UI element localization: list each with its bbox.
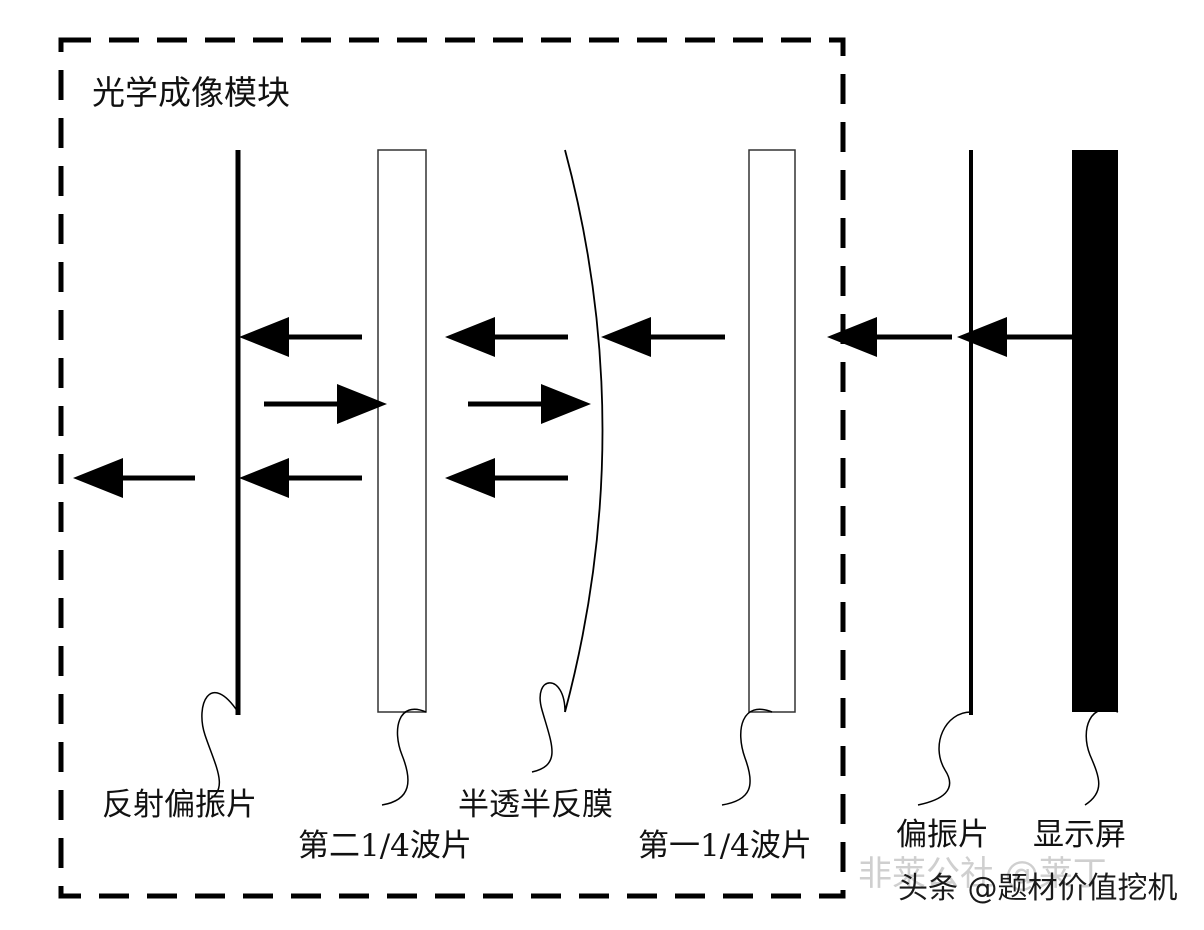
label-reflective-polarizer: 反射偏振片 <box>102 787 257 823</box>
label-first-quarter-wave-plate: 第一1/4波片 <box>638 828 812 864</box>
leader-lines <box>201 682 1119 806</box>
leader-line <box>917 711 972 806</box>
first-quarter-wave-plate <box>748 149 796 713</box>
semi-transparent-film <box>564 149 604 713</box>
leader-line <box>1084 708 1119 806</box>
leader-line <box>201 692 239 801</box>
label-semi-transparent-film: 半透半反膜 <box>458 787 613 823</box>
display-screen <box>1072 150 1118 712</box>
label-second-quarter-wave-plate: 第二1/4波片 <box>298 828 472 864</box>
label-display-screen: 显示屏 <box>1033 817 1126 853</box>
module-boundary <box>58 37 846 899</box>
label-polarizer: 偏振片 <box>896 817 989 853</box>
module-title: 光学成像模块 <box>92 73 290 112</box>
leader-line <box>531 682 566 773</box>
second-quarter-wave-plate <box>377 149 427 713</box>
light-path-arrows <box>73 317 1072 498</box>
source-watermark: 头条 @题材价值挖机 <box>898 871 1178 906</box>
faint-watermark: 非莱公社 @莱丁 <box>858 854 1107 894</box>
leader-line <box>721 708 773 806</box>
leader-line <box>381 708 427 806</box>
